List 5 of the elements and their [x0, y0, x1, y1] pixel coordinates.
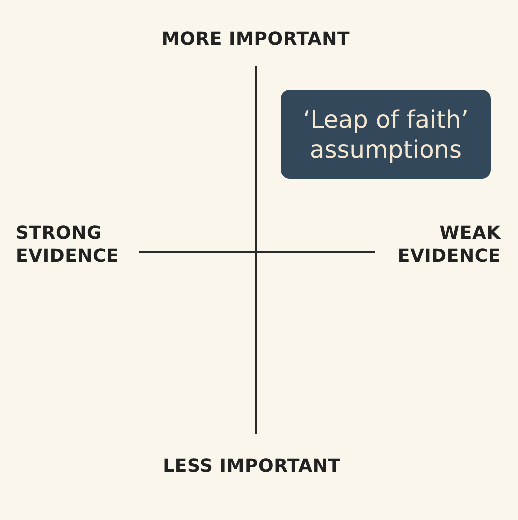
axis-label: MORE IMPORTANT — [160, 28, 352, 51]
axis-label: STRONG EVIDENCE — [16, 222, 120, 268]
axis-label: LESS IMPORTANT — [162, 455, 342, 478]
highlight-box: ‘Leap of faith’ assumptions — [281, 90, 491, 179]
axis-label: WEAK EVIDENCE — [396, 222, 501, 268]
